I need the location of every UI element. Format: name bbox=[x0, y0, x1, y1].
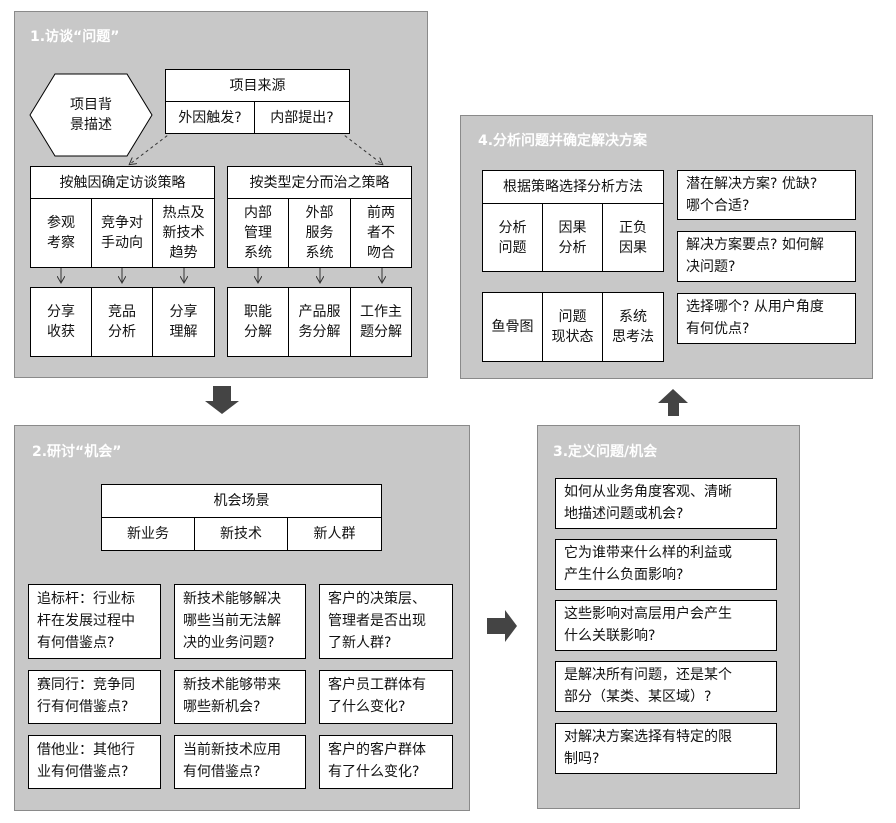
method-title: 根据策略选择分析方法 bbox=[482, 170, 664, 204]
other-industry-box: 借他业：其他行 业有何借鉴点? bbox=[28, 735, 161, 789]
strategy-right-col-1: 内部 管理 系统 bbox=[227, 198, 289, 268]
method-out-2: 问题 现状态 bbox=[542, 292, 603, 362]
scene-new-tech: 新技术 bbox=[194, 517, 288, 551]
tech-solve-box: 新技术能够解决 哪些当前无法解 决的业务问题? bbox=[174, 584, 306, 659]
solution-question-1: 潜在解决方案? 优缺? 哪个合适? bbox=[677, 170, 856, 220]
strategy-left-out-3: 分享 理解 bbox=[152, 287, 215, 357]
peer-box: 赛同行：竞争同 行有何借鉴点? bbox=[28, 670, 161, 724]
hexagon-shape bbox=[29, 73, 153, 157]
define-question-2: 它为谁带来什么样的利益或 产生什么负面影响? bbox=[555, 539, 777, 590]
panel-analyze-title: 4.分析问题并确定解决方案 bbox=[478, 133, 648, 149]
strategy-right-col-3: 前两 者不 吻合 bbox=[350, 198, 412, 268]
customer-staff-box: 客户员工群体有 了什么变化? bbox=[319, 670, 453, 724]
customer-customer-box: 客户的客户群体 有了什么变化? bbox=[319, 735, 453, 789]
strategy-left-col-3: 热点及 新技术 趋势 bbox=[152, 198, 215, 268]
strategy-left-title: 按触因确定访谈策略 bbox=[30, 166, 215, 199]
define-question-4: 是解决所有问题，还是某个 部分（某类、某区域）? bbox=[555, 661, 777, 712]
strategy-right-out-3: 工作主 题分解 bbox=[350, 287, 412, 357]
project-source-title: 项目来源 bbox=[165, 69, 350, 102]
method-out-1: 鱼骨图 bbox=[482, 292, 543, 362]
method-col-3: 正负 因果 bbox=[602, 203, 664, 272]
customer-decision-box: 客户的决策层、 管理者是否出现 了新人群? bbox=[319, 584, 453, 659]
strategy-left-col-1: 参观 考察 bbox=[30, 198, 92, 268]
define-question-5: 对解决方案选择有特定的限 制吗? bbox=[555, 723, 777, 774]
arrow-up-icon bbox=[658, 389, 688, 416]
opportunity-scene-title: 机会场景 bbox=[101, 484, 382, 518]
strategy-left-out-1: 分享 收获 bbox=[30, 287, 92, 357]
strategy-right-title: 按类型定分而治之策略 bbox=[227, 166, 412, 199]
define-question-3: 这些影响对高层用户会产生 什么关联影响? bbox=[555, 600, 777, 651]
strategy-right-out-2: 产品服 务分解 bbox=[288, 287, 351, 357]
method-col-2: 因果 分析 bbox=[542, 203, 603, 272]
scene-new-business: 新业务 bbox=[101, 517, 195, 551]
project-background-hexagon: 项目背 景描述 bbox=[70, 97, 112, 133]
strategy-right-out-1: 职能 分解 bbox=[227, 287, 289, 357]
source-external: 外因触发? bbox=[165, 101, 255, 134]
source-internal: 内部提出? bbox=[254, 101, 350, 134]
panel-define-title: 3.定义问题/机会 bbox=[553, 444, 658, 460]
tech-reference-box: 当前新技术应用 有何借鉴点? bbox=[174, 735, 306, 789]
solution-question-2: 解决方案要点? 如何解 决问题? bbox=[677, 231, 856, 282]
method-col-1: 分析 问题 bbox=[482, 203, 543, 272]
panel-interview-title: 1.访谈“问题” bbox=[30, 29, 120, 45]
strategy-right-col-2: 外部 服务 系统 bbox=[288, 198, 351, 268]
benchmark-box: 追标杆：行业标 杆在发展过程中 有何借鉴点? bbox=[28, 584, 161, 659]
tech-opportunity-box: 新技术能够带来 哪些新机会? bbox=[174, 670, 306, 724]
define-question-1: 如何从业务角度客观、清晰 地描述问题或机会? bbox=[555, 478, 777, 529]
strategy-left-out-2: 竞品 分析 bbox=[91, 287, 153, 357]
scene-new-people: 新人群 bbox=[287, 517, 382, 551]
arrow-right-icon bbox=[487, 610, 517, 642]
arrow-down-icon bbox=[205, 386, 239, 414]
strategy-left-col-2: 竞争对 手动向 bbox=[91, 198, 153, 268]
panel-opportunity-title: 2.研讨“机会” bbox=[32, 444, 122, 460]
solution-question-3: 选择哪个? 从用户角度 有何优点? bbox=[677, 293, 856, 344]
method-out-3: 系统 思考法 bbox=[602, 292, 664, 362]
